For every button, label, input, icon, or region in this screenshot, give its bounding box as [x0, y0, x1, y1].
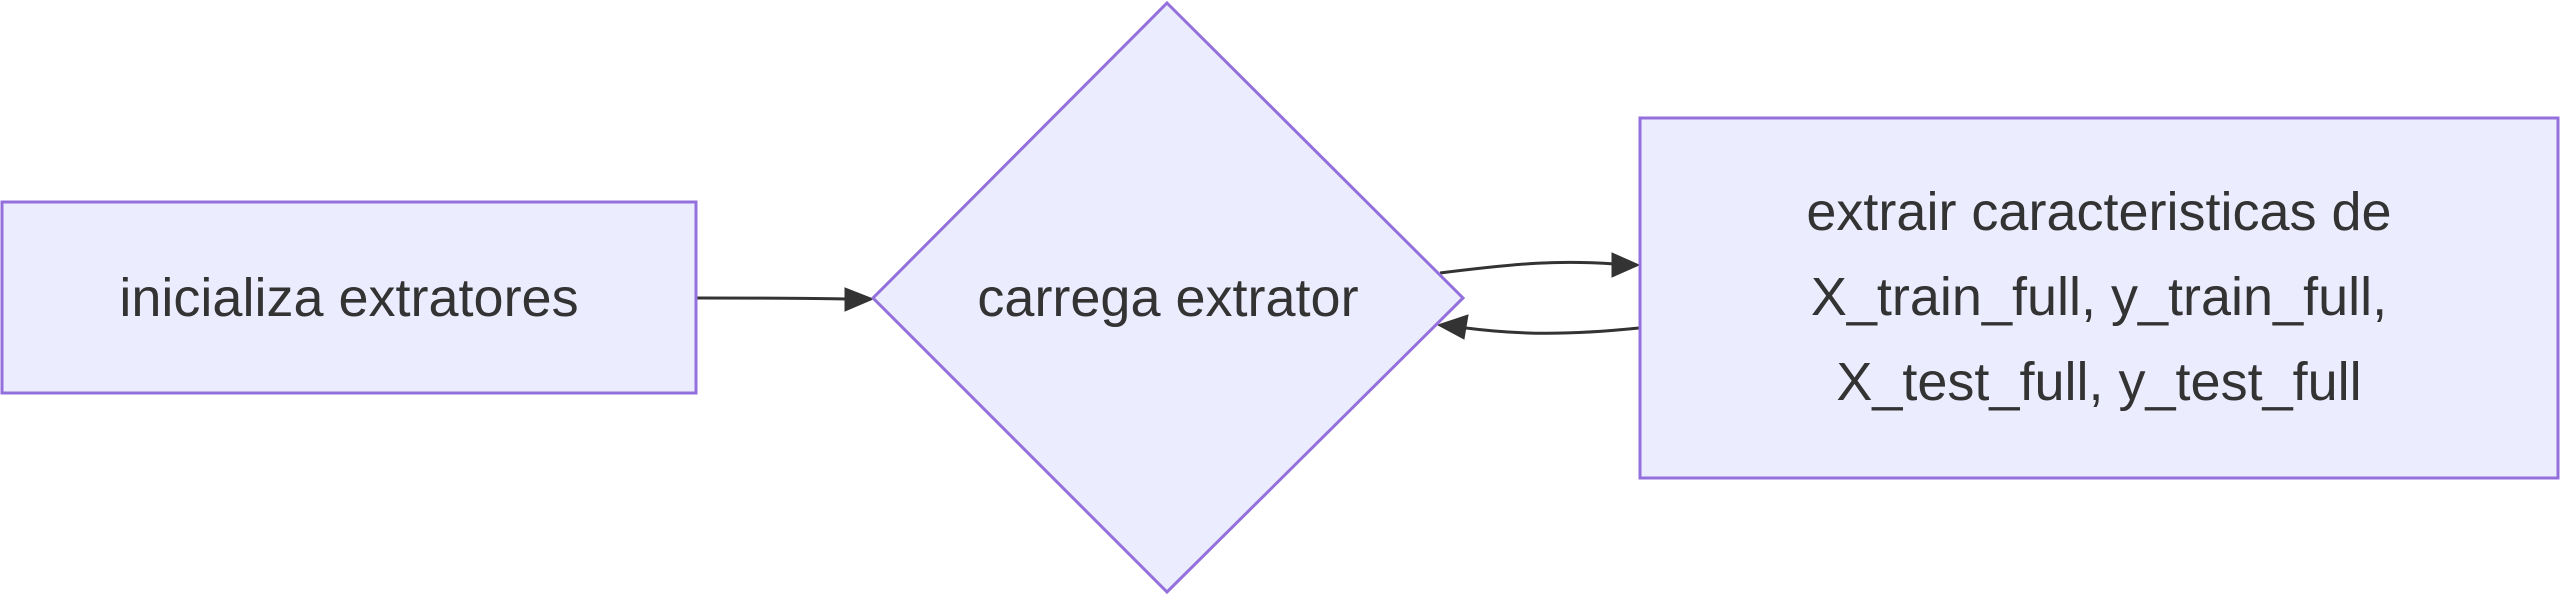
- arrowhead-extract-to-load: [1436, 314, 1469, 340]
- arrowhead-load-to-extract: [1611, 252, 1641, 278]
- load-label: carrega extrator: [977, 268, 1358, 328]
- node-load: carrega extrator: [870, 0, 1466, 595]
- init-label: inicializa extratores: [119, 268, 578, 328]
- init-box: [0, 200, 698, 395]
- edges-group: [696, 252, 1641, 340]
- extract-label-line-2: X_train_full, y_train_full,: [1811, 267, 2387, 327]
- edge-init-to-load: [696, 296, 849, 301]
- edge-extract-to-load: [1465, 326, 1640, 335]
- arrowhead-init-to-load: [844, 287, 875, 312]
- extract-label-line-1: extrair caracteristicas de: [1806, 182, 2391, 242]
- extract-label-line-3: X_test_full, y_test_full: [1836, 352, 2361, 412]
- node-extract: extrair caracteristicas de X_train_full,…: [1638, 116, 2560, 480]
- node-init: inicializa extratores: [0, 200, 698, 395]
- load-diamond: [870, 0, 1466, 595]
- edge-load-to-extract: [1439, 260, 1616, 275]
- extract-box: [1638, 116, 2560, 480]
